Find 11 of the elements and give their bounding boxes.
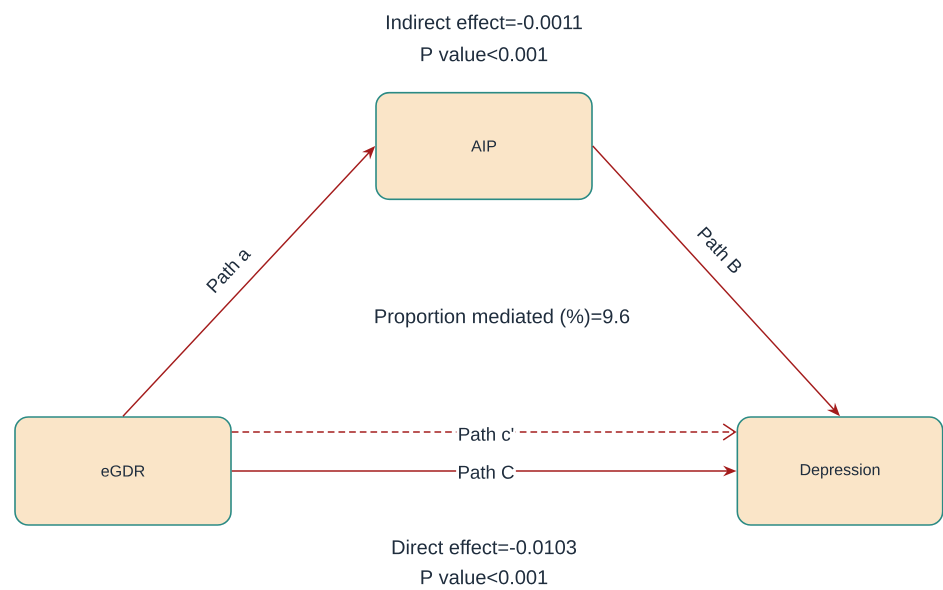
effect-note: P value<0.001 bbox=[421, 46, 548, 62]
process-box: Depression bbox=[736, 416, 943, 526]
effect-note: Direct effect=-0.0103 bbox=[392, 540, 576, 554]
effect-note: Proportion mediated (%)=9.6 bbox=[376, 308, 630, 328]
edge-label: Path c' bbox=[456, 426, 516, 442]
effect-note: P value<0.001 bbox=[421, 570, 548, 584]
edge-label: Path C bbox=[456, 464, 516, 480]
process-box: eGDR bbox=[14, 416, 232, 526]
arrow bbox=[232, 423, 737, 441]
effect-note: Indirect effect=-0.0011 bbox=[386, 14, 582, 30]
process-box: AIP bbox=[375, 92, 593, 200]
